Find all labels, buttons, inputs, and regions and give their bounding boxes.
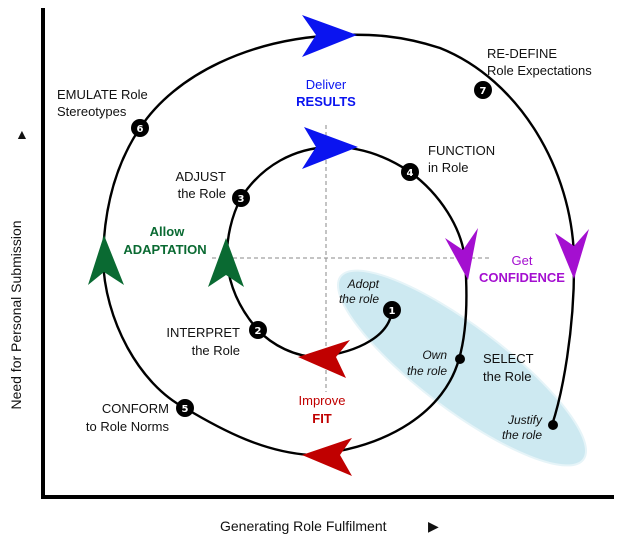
x-axis-arrow-icon: ▶ xyxy=(428,518,439,534)
allow-adaptation-line2: ADAPTATION xyxy=(123,242,206,257)
own-role-line1: Own xyxy=(422,348,447,362)
get-confidence-line2: CONFIDENCE xyxy=(479,270,565,285)
justify-role-dot xyxy=(548,420,558,430)
improve-fit-line2: FIT xyxy=(312,411,332,426)
step-6-label-line2: Stereotypes xyxy=(57,104,127,119)
step-badge-7: 7 xyxy=(474,81,492,99)
step-6-label-line1: EMULATE Role xyxy=(57,87,148,102)
deliver-results-line2: RESULTS xyxy=(296,94,356,109)
own-role-line2: the role xyxy=(407,364,447,378)
adopt-role-line1: Adopt xyxy=(347,277,380,291)
step-5-label-line2: to Role Norms xyxy=(86,419,170,434)
step-7-label-line2: Role Expectations xyxy=(487,63,592,78)
improve-fit-arrow-outer xyxy=(302,438,352,476)
step-badge-3: 3 xyxy=(232,189,250,207)
step-badge-6: 6 xyxy=(131,119,149,137)
step-badge-2: 2 xyxy=(249,321,267,339)
step-number: 7 xyxy=(480,86,487,97)
step-3-label-line2: the Role xyxy=(178,186,226,201)
outer-spiral-path xyxy=(101,33,576,457)
justify-role-line2: the role xyxy=(502,428,542,442)
step-3-label-line1: ADJUST xyxy=(175,169,226,184)
get-confidence-arrow-inner xyxy=(445,228,478,280)
step-5-label-line1: CONFORM xyxy=(102,401,169,416)
step-badge-5: 5 xyxy=(176,399,194,417)
step-7-label-line1: RE-DEFINE xyxy=(487,46,557,61)
step-4-label-line2: in Role xyxy=(428,160,468,175)
deliver-results-line1: Deliver xyxy=(306,77,347,92)
step-number: 2 xyxy=(255,326,262,337)
step-4-label-line1: FUNCTION xyxy=(428,143,495,158)
step-2-label-line2: the Role xyxy=(192,343,240,358)
step-number: 4 xyxy=(407,168,414,179)
improve-fit-line1: Improve xyxy=(299,393,346,408)
allow-adaptation-arrow-inner xyxy=(208,238,244,287)
own-role-dot xyxy=(455,354,465,364)
step-2-label-line1: INTERPRET xyxy=(166,325,240,340)
get-confidence-line1: Get xyxy=(512,253,533,268)
step-number: 3 xyxy=(238,194,245,205)
adopt-role-line2: the role xyxy=(339,292,379,306)
step-number: 5 xyxy=(182,404,189,415)
step-badge-1: 1 xyxy=(383,301,401,319)
improve-fit-arrow-inner xyxy=(298,340,350,378)
step-number: 6 xyxy=(137,124,144,135)
allow-adaptation-arrow-outer xyxy=(88,235,124,285)
deliver-results-arrow-outer xyxy=(302,15,357,57)
y-axis-arrow-icon: ▲ xyxy=(15,126,29,142)
step-badge-4: 4 xyxy=(401,163,419,181)
step-number: 1 xyxy=(389,306,396,317)
select-label-line2: the Role xyxy=(483,369,531,384)
get-confidence-arrow-outer xyxy=(555,229,589,279)
allow-adaptation-line1: Allow xyxy=(150,224,186,239)
x-axis-label: Generating Role Fulfilment xyxy=(220,518,387,534)
select-label-line1: SELECT xyxy=(483,351,534,366)
deliver-results-arrow-inner xyxy=(302,127,358,169)
y-axis-label: Need for Personal Submission xyxy=(8,220,24,409)
justify-role-line1: Justify xyxy=(507,413,543,427)
